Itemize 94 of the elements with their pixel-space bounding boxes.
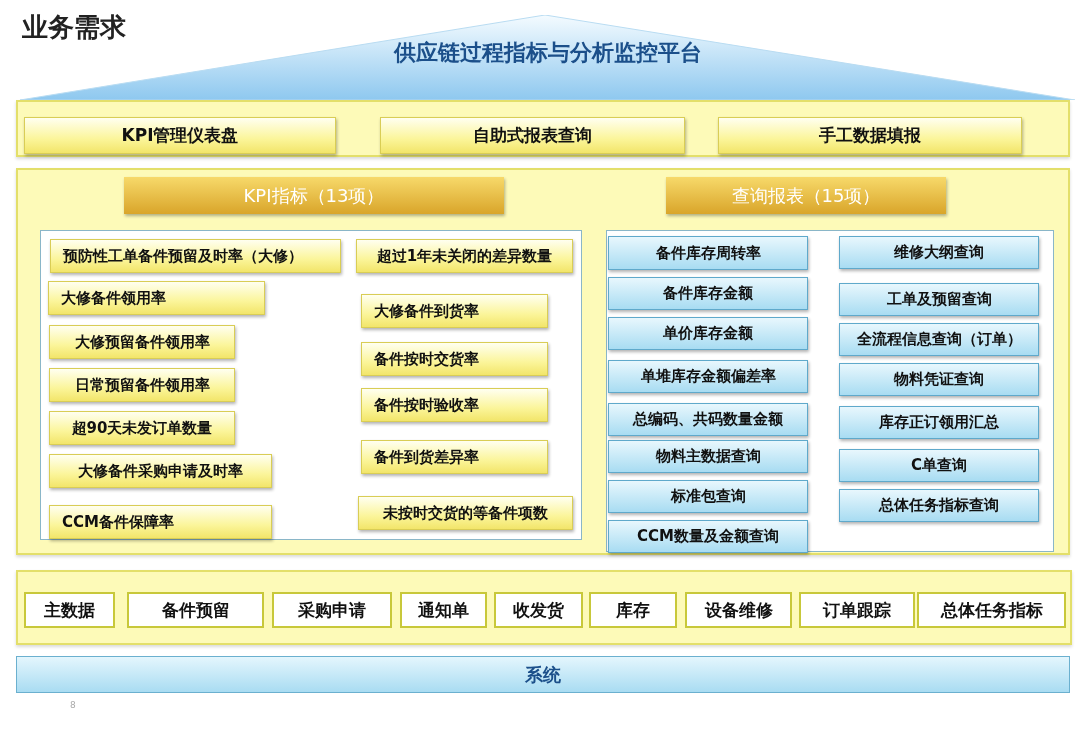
module-box: [400, 592, 487, 628]
label-text: 物料凭证查询: [894, 370, 984, 389]
report-box: [839, 236, 1039, 269]
report-box: [839, 449, 1039, 482]
label-text: 库存正订领用汇总: [879, 413, 999, 432]
label-text: 大修备件采购申请及时率: [78, 461, 243, 481]
label-text: 自助式报表查询: [473, 124, 592, 147]
header-box: [666, 177, 946, 214]
report-box: [608, 236, 808, 270]
label-text: 备件按时验收率: [374, 395, 479, 415]
label-text: 系统: [525, 662, 561, 687]
roof-banner: [20, 15, 1075, 100]
label-text: 总体任务指标查询: [879, 496, 999, 515]
label-text: 日常预留备件领用率: [74, 375, 210, 395]
module-box: [127, 592, 264, 628]
label-text: 预防性工单备件预留及时率（大修）: [63, 246, 303, 266]
system-bar: [16, 656, 1070, 693]
metric-box: [49, 505, 272, 539]
section-heading: KPI指标（13项）: [243, 183, 385, 208]
module-box: [589, 592, 677, 628]
metric-box: [50, 239, 341, 273]
section-heading: 查询报表（15项）: [731, 183, 881, 208]
label-text: 采购申请: [298, 598, 366, 622]
label-text: 库存: [616, 598, 650, 622]
label-text: CCM备件保障率: [62, 512, 174, 532]
label-text: 备件库存周转率: [655, 243, 761, 263]
band-panel: [16, 168, 1070, 555]
metric-box: [361, 440, 548, 474]
report-box: [839, 406, 1039, 439]
label-text: 大修预留备件领用率: [74, 332, 210, 352]
label-text: 备件按时交货率: [374, 349, 479, 369]
report-box: [608, 317, 808, 350]
label-text: 通知单: [418, 598, 469, 622]
metric-box: [49, 325, 235, 359]
band-panel: [16, 100, 1070, 157]
report-box: [608, 480, 808, 513]
label-text: 超过1年未关闭的差异数量: [376, 246, 553, 266]
metric-box: [380, 117, 685, 154]
label-text: 收发货: [513, 598, 564, 622]
label-text: 大修备件到货率: [374, 301, 479, 321]
report-box: [608, 440, 808, 473]
metric-box: [356, 239, 573, 273]
report-box: [608, 360, 808, 393]
module-box: [685, 592, 792, 628]
module-box: [494, 592, 583, 628]
report-box: [608, 520, 808, 553]
label-text: C单查询: [911, 456, 967, 475]
label-text: KPI管理仪表盘: [121, 124, 239, 147]
label-text: 标准包查询: [670, 487, 746, 506]
label-text: 单价库存金额: [663, 324, 753, 343]
label-text: 工单及预留查询: [886, 290, 992, 309]
label-text: 大修备件领用率: [61, 288, 166, 308]
label-text: 设备维修: [704, 598, 773, 622]
module-box: [917, 592, 1066, 628]
label-text: 备件预留: [161, 598, 230, 622]
label-text: 备件到货差异率: [374, 447, 479, 467]
band-panel: [16, 570, 1072, 645]
label-text: 手工数据填报: [819, 124, 921, 147]
label-text: 主数据: [44, 598, 95, 622]
header-box: [124, 177, 504, 214]
metric-box: [361, 342, 548, 376]
label-text: 总体任务指标: [940, 598, 1043, 622]
metric-box: [718, 117, 1022, 154]
label-text: 超90天未发订单数量: [71, 418, 213, 438]
report-box: [839, 323, 1039, 356]
label-text: 全流程信息查询（订单）: [856, 330, 1022, 349]
metric-box: [358, 496, 573, 530]
report-box: [608, 403, 808, 436]
report-box: [608, 277, 808, 310]
report-box: [839, 283, 1039, 316]
metric-box: [49, 454, 272, 488]
module-box: [799, 592, 915, 628]
metric-box: [361, 294, 548, 328]
metric-box: [361, 388, 548, 422]
list-panel: [606, 230, 1054, 552]
metric-box: [48, 281, 265, 315]
list-panel: [40, 230, 582, 540]
label-text: 物料主数据查询: [655, 447, 761, 466]
label-text: 备件库存金额: [663, 284, 753, 303]
report-box: [839, 363, 1039, 396]
page-title: 业务需求: [22, 11, 126, 44]
label-text: 供应链过程指标与分析监控平台: [393, 38, 702, 67]
label-text: 单堆库存金额偏差率: [640, 367, 776, 386]
module-box: [272, 592, 392, 628]
label-text: 订单跟踪: [823, 598, 891, 622]
module-box: [24, 592, 115, 628]
label-text: 维修大纲查询: [894, 243, 984, 262]
label-text: 总编码、共码数量金额: [633, 410, 783, 429]
label-text: 未按时交货的等备件项数: [383, 503, 548, 523]
metric-box: [49, 411, 235, 445]
label-text: CCM数量及金额查询: [637, 527, 779, 546]
report-box: [839, 489, 1039, 522]
metric-box: [49, 368, 235, 402]
metric-box: [24, 117, 336, 154]
